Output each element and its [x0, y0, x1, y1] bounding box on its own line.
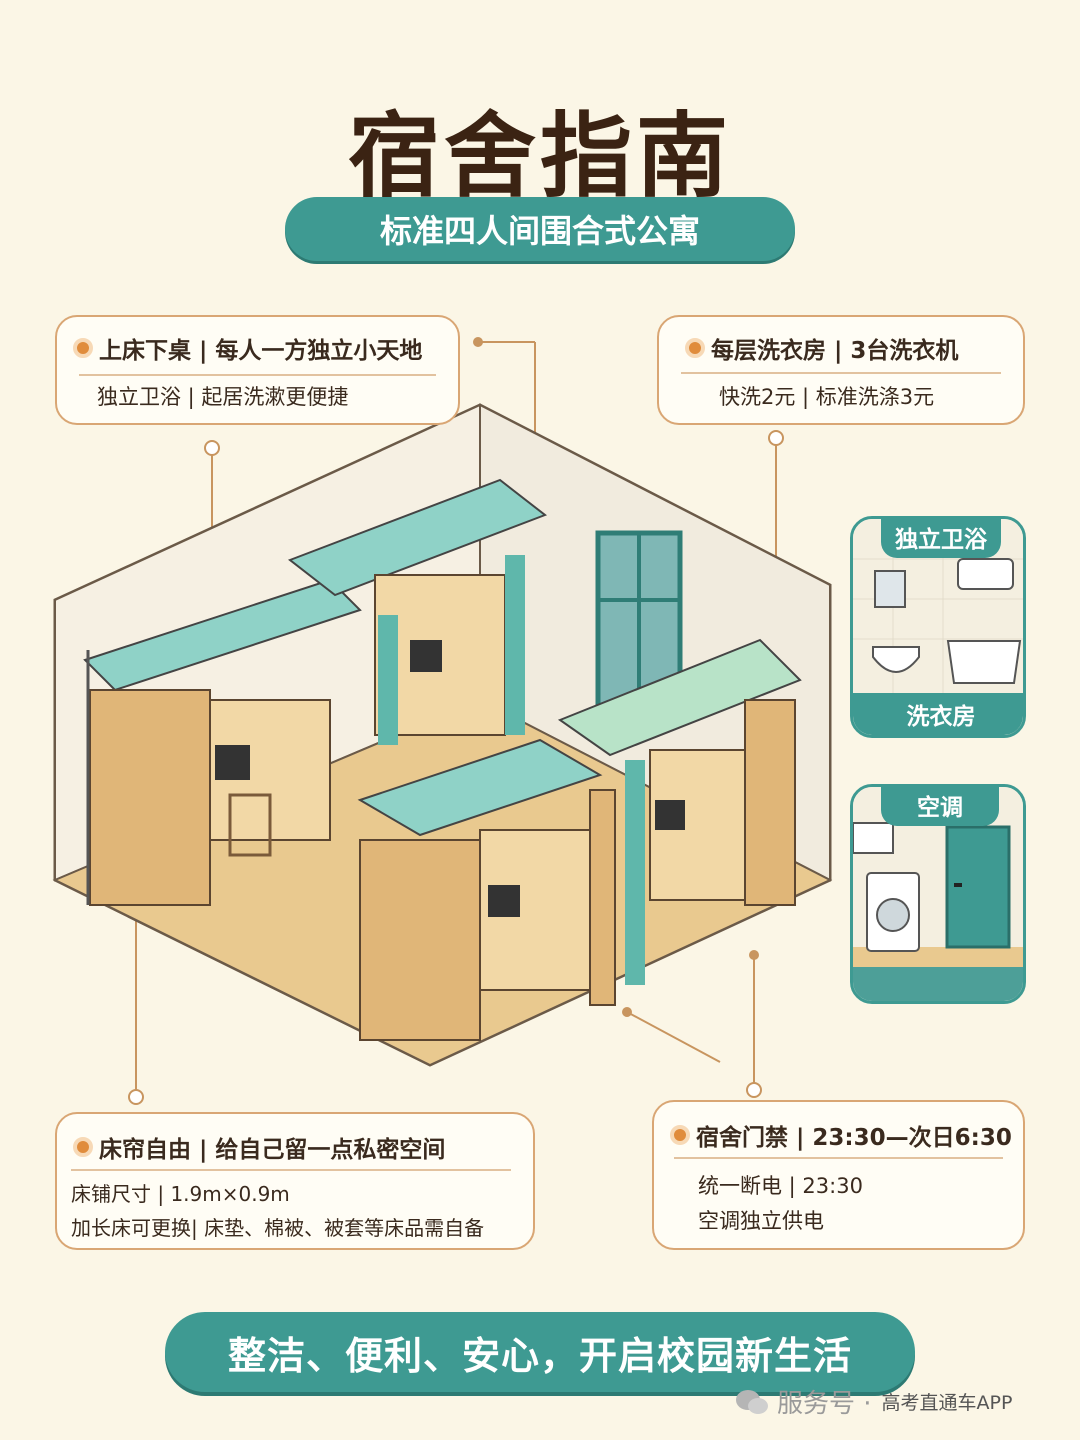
bullet-icon [685, 338, 705, 358]
bunk-bed-left [83, 578, 362, 906]
divider [71, 1169, 511, 1171]
divider [79, 374, 436, 376]
slogan-banner: 整洁、便利、安心，开启校园新生活 [165, 1312, 915, 1392]
bathtub-icon [946, 640, 1022, 684]
bunk-bed-back [287, 478, 548, 745]
watermark-app: 高考直通车APP [881, 1392, 1013, 1414]
info-card-beds: 上床下桌 | 每人一方独立小天地 独立卫浴 | 起居洗漱更便捷 [55, 315, 460, 425]
card-line: 空调独立供电 [698, 1209, 824, 1233]
inset-bathroom: 独立卫浴 洗衣房 [850, 516, 1026, 738]
card-heading: 床帘自由 | 给自己留一点私密空间 [99, 1137, 446, 1163]
air-conditioner-icon [853, 822, 894, 854]
divider [674, 1157, 1003, 1159]
card-line: 快洗2元 | 标准洗涤3元 [719, 385, 935, 409]
card-heading: 上床下桌 | 每人一方独立小天地 [99, 338, 423, 364]
water-heater-icon [957, 558, 1014, 590]
info-card-laundry: 每层洗衣房 | 3台洗衣机 快洗2元 | 标准洗涤3元 [657, 315, 1025, 425]
inset-caption: 洗衣房 [853, 693, 1023, 735]
door-icon [945, 825, 1011, 949]
inset-ac: 空调 [850, 784, 1026, 1004]
info-card-curtain: 床帘自由 | 给自己留一点私密空间 床铺尺寸 | 1.9m×0.9m 加长床可更… [55, 1112, 535, 1250]
mirror-icon [874, 570, 906, 608]
inset-label: 空调 [881, 787, 999, 826]
wechat-icon [736, 1389, 768, 1414]
page-title: 宿舍指南 [347, 103, 732, 210]
card-heading: 宿舍门禁 | 23:30—次日6:30 [696, 1125, 1012, 1151]
sink-icon [872, 646, 920, 673]
divider [681, 372, 1001, 374]
bunk-bed-right [557, 638, 802, 985]
bullet-icon [73, 338, 93, 358]
inset-label: 独立卫浴 [881, 519, 1001, 558]
bullet-icon [73, 1137, 93, 1157]
card-line: 加长床可更换| 床垫、棉被、被套等床品需自备 [71, 1216, 485, 1240]
card-line: 统一断电 | 23:30 [698, 1174, 863, 1198]
card-line: 独立卫浴 | 起居洗漱更便捷 [97, 385, 349, 409]
bullet-icon [670, 1125, 690, 1145]
bunk-bed-front [357, 738, 616, 1041]
info-card-curfew: 宿舍门禁 | 23:30—次日6:30 统一断电 | 23:30 空调独立供电 [652, 1100, 1025, 1250]
card-line: 床铺尺寸 | 1.9m×0.9m [71, 1182, 290, 1206]
subtitle-banner: 标准四人间围合式公寓 [285, 197, 795, 261]
watermark-service: 服务号 · [777, 1389, 872, 1419]
watermark: 服务号 · 高考直通车APP [735, 1383, 1012, 1420]
card-heading: 每层洗衣房 | 3台洗衣机 [711, 338, 959, 364]
